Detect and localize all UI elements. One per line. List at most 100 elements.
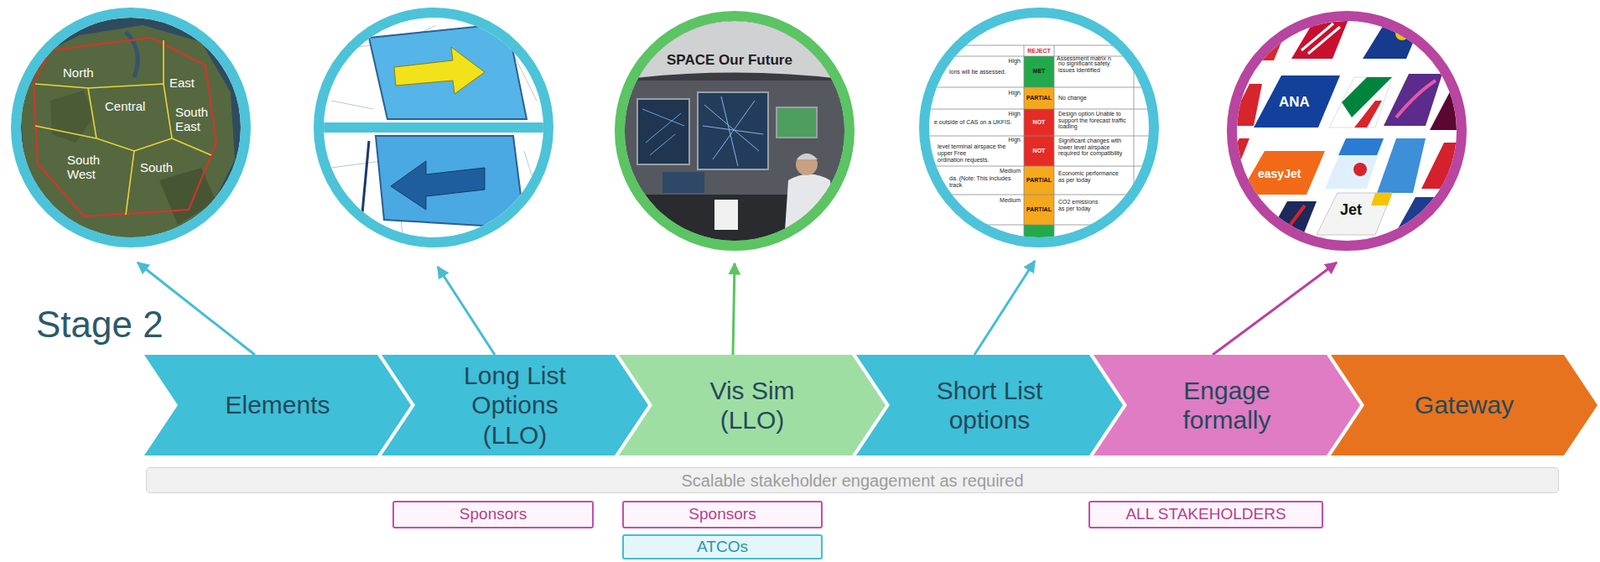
table-cell: Medium <box>972 167 1021 175</box>
stakeholder-tag: ATCOs <box>622 534 823 560</box>
table-cell: level terminal airspace the upper Free <box>937 143 1020 156</box>
airline-tails <box>1324 138 1384 189</box>
node-text: Elements <box>224 389 330 420</box>
airline-tails <box>1396 80 1436 118</box>
simulator-photo <box>642 109 685 156</box>
simulator-photo <box>637 98 690 165</box>
table-cell: level terminal airspace the upper Free <box>937 143 1020 156</box>
region-map <box>171 138 212 156</box>
airspace-options <box>318 12 550 244</box>
table-cell: Design option Unable to support the fore… <box>1058 110 1129 130</box>
table-cell: no significant safety issues identified <box>1058 60 1123 73</box>
assessment-table <box>922 109 1158 110</box>
table-cell: no significant safety issues identified <box>1058 60 1123 73</box>
chevron-shape <box>856 354 1123 456</box>
engagement-band: Scalable stakeholder engagement as requi… <box>145 467 1559 494</box>
airline-tails <box>1353 162 1367 177</box>
assessment-table <box>1023 109 1055 136</box>
chevron-shape <box>1093 354 1361 456</box>
table-cell: Economic performance as per today <box>1058 170 1124 183</box>
node-text: Vis Sim (LLO) <box>679 375 826 436</box>
region-map <box>33 37 217 217</box>
region-map <box>125 150 135 215</box>
node-text-wrap: ATCOs <box>696 538 749 556</box>
table-cell: NOT <box>1023 119 1055 126</box>
node-text: Engage formally <box>1153 375 1301 436</box>
process-chevron: Short List options <box>856 354 1123 456</box>
map-region-label: South East <box>175 104 213 135</box>
map-region-label: South <box>140 160 173 175</box>
table-cell: Significant changes with lower level air… <box>1058 137 1129 157</box>
simulator-photo <box>796 153 818 160</box>
table-cell: PARTIAL <box>1023 206 1055 213</box>
assessment-table <box>922 194 1158 196</box>
simulator-photo <box>702 96 764 167</box>
assessment-table <box>922 135 1158 137</box>
table-cell: High <box>972 136 1021 144</box>
table-cell: Medium <box>972 167 1021 175</box>
table-cell: No change <box>1058 94 1126 102</box>
assessment-table <box>922 224 1158 226</box>
region-map <box>125 31 138 78</box>
table-cell: PARTIAL <box>1023 176 1055 184</box>
airline-tails <box>1354 100 1382 128</box>
airline-logo: Jet <box>1340 201 1362 219</box>
leader-arrow <box>732 263 735 355</box>
chevron-shape <box>1330 354 1598 456</box>
leader-arrow <box>1212 262 1337 355</box>
table-cell: High <box>972 57 1021 65</box>
photo-sign: SPACE Our Future <box>666 51 793 69</box>
map-region-label: Central <box>104 98 146 115</box>
assessment-table <box>1023 166 1055 195</box>
node-text-wrap: Engage formally <box>1153 375 1301 436</box>
node-text-wrap: Gateway <box>1414 389 1514 420</box>
node-text-wrap: ALL STAKEHOLDERS <box>1125 505 1286 524</box>
airline-tails <box>1383 73 1443 126</box>
region-map <box>35 125 97 139</box>
leader-arrow <box>974 260 1035 355</box>
leader-arrow <box>137 260 1337 355</box>
airspace-options <box>390 161 485 210</box>
region-map <box>162 40 165 84</box>
table-cell: PARTIAL <box>1023 206 1055 213</box>
table-cell: CO2 emissions as per today <box>1058 198 1102 212</box>
airline-tails <box>1316 192 1393 235</box>
airline-tails <box>1329 77 1393 128</box>
airline-tails <box>1338 138 1384 156</box>
assessment-table <box>1023 45 1025 244</box>
map-region-label: North <box>62 65 94 81</box>
assessment-table <box>922 56 1158 58</box>
table-cell: NOT <box>1023 147 1055 155</box>
table-cell: NOT <box>1023 119 1055 126</box>
leader-arrow <box>437 266 495 355</box>
airline-logo: easyJet <box>1257 166 1301 182</box>
table-cell: PARTIAL <box>1023 94 1055 102</box>
table-cell: Economic performance as per today <box>1058 170 1124 183</box>
table-cell: MET <box>1023 67 1055 75</box>
table-cell: da. (Note: This includes track <box>949 175 1021 188</box>
table-cell: ions will be assessed. <box>949 68 1022 76</box>
chevron-shape <box>618 354 886 456</box>
table-cell: No change <box>1058 94 1126 102</box>
map-ring <box>15 12 246 243</box>
options-ring <box>318 12 549 243</box>
map-region-label: East <box>169 75 195 91</box>
tails-ring <box>1231 15 1462 246</box>
table-cell: Medium <box>972 197 1021 204</box>
airline-tails <box>1253 75 1341 128</box>
node-text-wrap: Scalable stakeholder engagement as requi… <box>680 471 1024 490</box>
map-region-label: Central <box>104 98 146 114</box>
table-cell: e outside of CAS on a UKFIS. <box>934 119 1020 126</box>
process-chevron: Gateway <box>1330 354 1598 456</box>
airline-logo: easyJet <box>1257 166 1301 181</box>
table-cell: Significant changes with lower level air… <box>1058 137 1129 157</box>
photo-ring <box>619 15 850 246</box>
table-cell: High <box>972 89 1021 97</box>
airline-tails <box>1228 12 1468 252</box>
chevron-shape <box>381 354 649 456</box>
table-cell: ordination requests. <box>937 156 1020 164</box>
assessment-table <box>1023 194 1055 225</box>
table-cell: MET <box>1023 67 1055 75</box>
node-text: ALL STAKEHOLDERS <box>1125 505 1286 524</box>
